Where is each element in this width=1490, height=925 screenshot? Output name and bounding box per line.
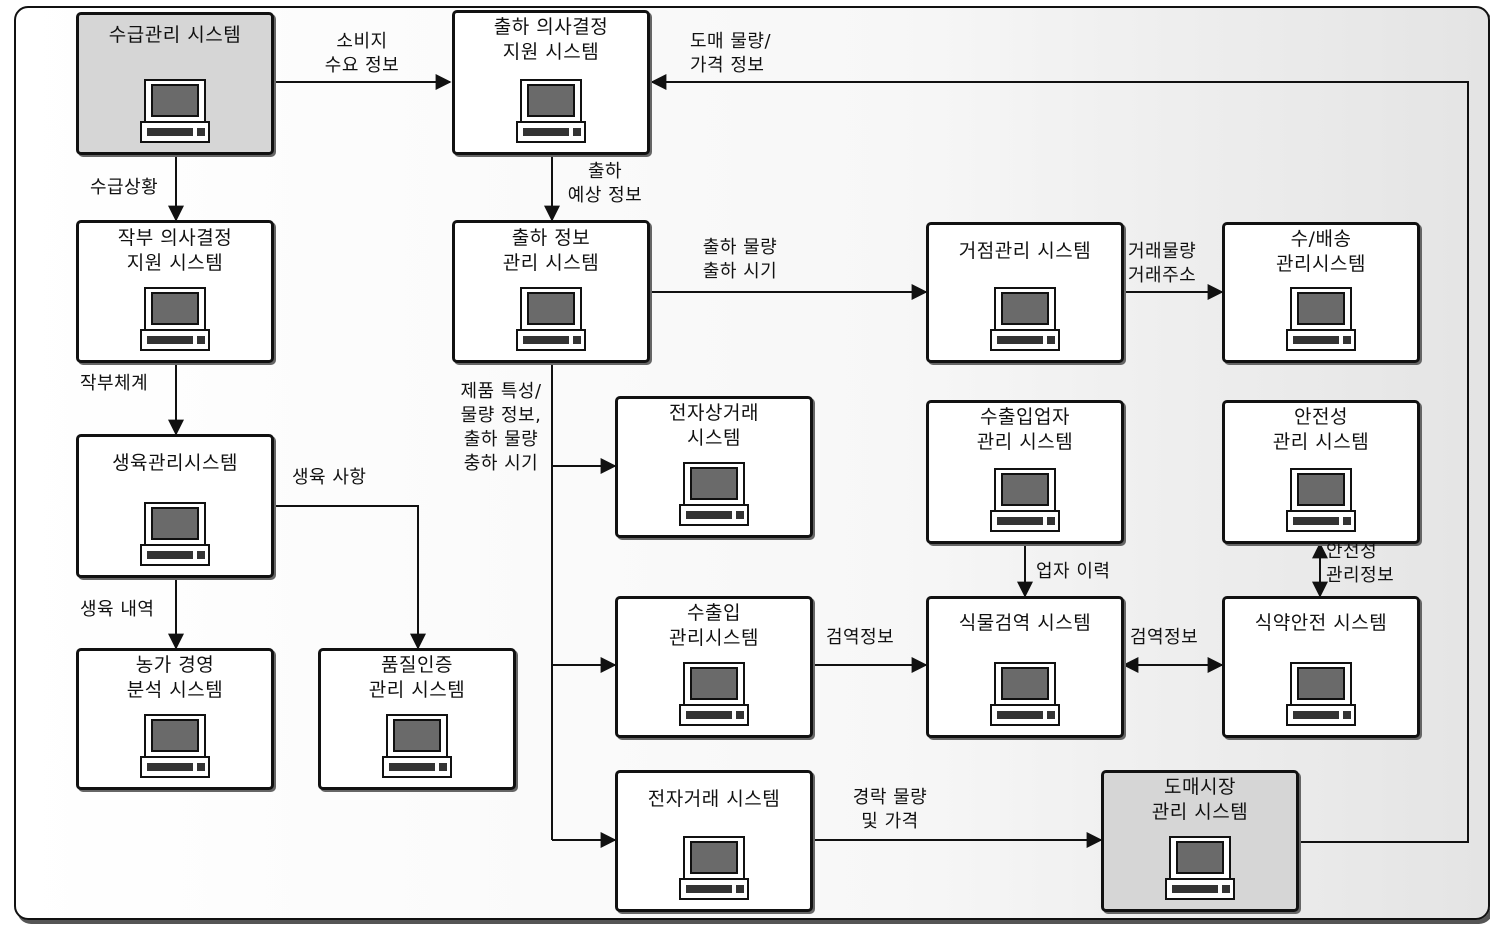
flow-label-quarantine-info: 검역정보 — [826, 627, 895, 648]
system-title: 출하 정보 관리 시스템 — [502, 227, 600, 274]
shipping-info-system: 출하 정보 관리 시스템 — [452, 220, 650, 363]
arrow-growth-to-quality — [276, 505, 426, 650]
importer-management-system: 수출입업자 관리 시스템 — [926, 400, 1124, 544]
flow-label-product-info: 제품 특성/ 물량 정보, 출하 물량 충하 시기 — [460, 381, 542, 474]
system-title: 수출입업자 관리 시스템 — [976, 406, 1074, 453]
system-title: 수/배송 관리시스템 — [1276, 228, 1366, 275]
computer-icon — [679, 462, 749, 526]
system-title: 도매시장 관리 시스템 — [1151, 776, 1249, 823]
growth-management-system: 생육관리시스템 — [76, 434, 274, 578]
flow-label-wholesale-volume-price: 도매 물량/ 가격 정보 — [690, 31, 772, 76]
system-title: 품질인증 관리 시스템 — [368, 654, 466, 701]
system-title: 수출입 관리시스템 — [669, 602, 759, 649]
computer-icon — [140, 79, 210, 143]
delivery-system: 수/배송 관리시스템 — [1222, 222, 1420, 363]
computer-icon — [990, 662, 1060, 726]
computer-icon — [990, 287, 1060, 351]
import-export-system: 수출입 관리시스템 — [615, 596, 813, 738]
computer-icon — [1286, 468, 1356, 532]
system-title: 전자거래 시스템 — [647, 788, 781, 810]
plant-quarantine-system: 식물검역 시스템 — [926, 596, 1124, 738]
flow-label-growth-items: 생육 사항 — [292, 467, 367, 488]
system-title: 출하 의사결정 지원 시스템 — [493, 16, 609, 63]
computer-icon — [990, 468, 1060, 532]
safety-management-system: 안전성 관리 시스템 — [1222, 400, 1420, 544]
system-title: 안전성 관리 시스템 — [1272, 406, 1370, 453]
computer-icon — [1286, 662, 1356, 726]
flow-label-auction-volume-price: 경락 물량 및 가격 — [852, 787, 928, 832]
system-title: 거점관리 시스템 — [958, 240, 1092, 262]
system-title: 생육관리시스템 — [112, 452, 238, 474]
quality-certification-system: 품질인증 관리 시스템 — [318, 648, 516, 790]
system-title: 식약안전 시스템 — [1254, 612, 1388, 634]
flow-label-safety-info: 안전성 관리정보 — [1326, 541, 1395, 586]
shipping-decision-system: 출하 의사결정 지원 시스템 — [452, 10, 650, 155]
computer-icon — [140, 502, 210, 566]
system-title: 작부 의사결정 지원 시스템 — [117, 227, 233, 274]
flow-label-growth-history: 생육 내역 — [80, 599, 155, 620]
wholesale-market-system: 도매시장 관리 시스템 — [1101, 770, 1299, 912]
system-title: 농가 경영 분석 시스템 — [126, 654, 224, 701]
computer-icon — [140, 714, 210, 778]
computer-icon — [1286, 287, 1356, 351]
system-title: 식물검역 시스템 — [958, 612, 1092, 634]
flow-label-supply-status: 수급상황 — [90, 177, 159, 198]
computer-icon — [140, 287, 210, 351]
food-drug-safety-system: 식약안전 시스템 — [1222, 596, 1420, 738]
computer-icon — [516, 287, 586, 351]
flow-label-shipping-forecast: 출하 예상 정보 — [567, 161, 643, 206]
system-title: 수급관리 시스템 — [108, 24, 242, 46]
computer-icon — [679, 836, 749, 900]
supply-demand-system: 수급관리 시스템 — [76, 12, 274, 155]
arrow-wholesale-to-shipping-decision — [650, 74, 1469, 843]
computer-icon — [1165, 836, 1235, 900]
computer-icon — [679, 662, 749, 726]
flow-label-consumer-demand: 소비지 수요 정보 — [324, 31, 400, 76]
farm-analysis-system: 농가 경영 분석 시스템 — [76, 648, 274, 790]
computer-icon — [516, 79, 586, 143]
system-title: 전자상거래 시스템 — [669, 402, 759, 449]
hub-management-system: 거점관리 시스템 — [926, 222, 1124, 363]
etrade-system: 전자거래 시스템 — [615, 770, 813, 912]
crop-decision-system: 작부 의사결정 지원 시스템 — [76, 220, 274, 363]
ecommerce-system: 전자상거래 시스템 — [615, 396, 813, 538]
flow-label-quarantine-info: 검역정보 — [1130, 627, 1199, 648]
flow-label-crop-system: 작부체계 — [80, 373, 149, 394]
flow-label-trader-history: 업자 이력 — [1036, 561, 1111, 582]
flow-label-shipping-volume-time: 출하 물량 출하 시기 — [702, 237, 778, 282]
flow-label-trade-volume-address: 거래물량 거래주소 — [1128, 241, 1197, 286]
computer-icon — [382, 714, 452, 778]
